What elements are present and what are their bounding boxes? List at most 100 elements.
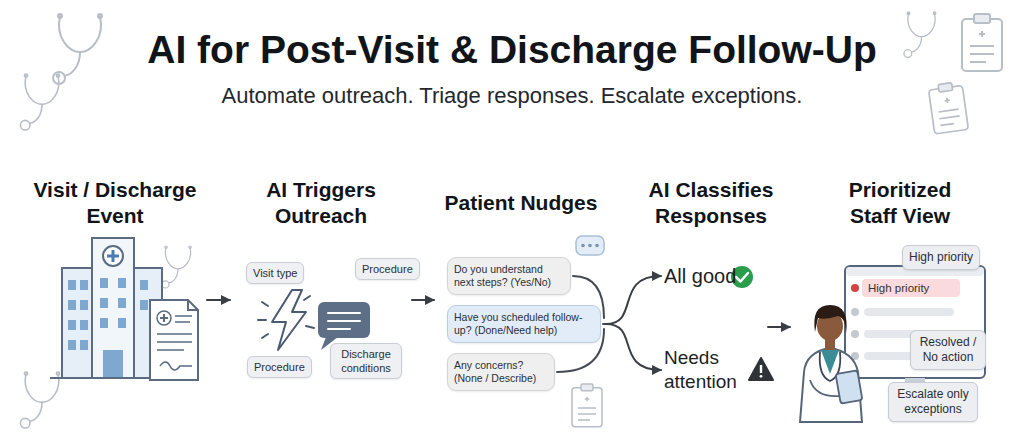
callout-chip: Escalate only exceptions <box>888 382 978 422</box>
lightning-bolt <box>272 290 306 350</box>
status-label: Needs attention <box>664 346 749 394</box>
chat-icon <box>576 236 604 255</box>
window <box>68 280 76 290</box>
column-heading: Visit / Discharge Event <box>25 177 205 229</box>
column-heading-area: Prioritized Staff View <box>830 175 970 231</box>
chat-dot <box>595 244 599 248</box>
building-windows <box>68 278 148 378</box>
bracket-line <box>603 323 606 325</box>
window <box>118 298 126 308</box>
flow-arrow <box>768 326 790 328</box>
message-lines <box>328 313 360 329</box>
warning-dot <box>760 375 763 378</box>
chat-bubble <box>576 236 604 255</box>
subtitle: Automate outreach. Triage responses. Esc… <box>0 83 1024 109</box>
trigger-chip: Discharge conditions <box>330 343 402 379</box>
window <box>100 298 108 308</box>
column-heading-area: AI Classifies Responses <box>636 175 786 231</box>
tablet <box>836 370 863 403</box>
warning-bar <box>760 365 762 373</box>
callout-chip: High priority <box>902 245 980 270</box>
trigger-chip: Procedure <box>247 356 312 378</box>
document-cross <box>160 314 168 322</box>
window <box>118 278 126 288</box>
building-tower <box>92 238 134 378</box>
document-fold <box>188 300 198 310</box>
window <box>68 340 76 350</box>
window <box>80 280 88 290</box>
clinician-figure <box>800 305 862 422</box>
list-row <box>864 308 954 316</box>
process-column: Prioritized Staff ViewHigh priorityHigh … <box>792 175 1014 425</box>
document-lines <box>157 316 192 350</box>
node-text: Have you scheduled follow-up? (Done/Need… <box>454 311 594 337</box>
column-heading-area: AI Triggers Outreach <box>232 175 410 231</box>
column-heading: Prioritized Staff View <box>830 177 970 229</box>
status-label: All good <box>664 264 736 288</box>
node-text: High priority <box>868 281 954 295</box>
flow-arrow <box>412 299 434 301</box>
hospital-building <box>50 238 198 380</box>
node-text: Procedure <box>362 262 413 276</box>
message-bubble: Have you scheduled follow-up? (Done/Need… <box>447 305 601 343</box>
process-column: Patient Nudges Do you understand next ste… <box>436 175 606 425</box>
medical-cross <box>107 250 119 262</box>
window <box>80 300 88 310</box>
decor-stethoscope <box>20 74 59 130</box>
process-column: AI Triggers OutreachVisit typeProcedureP… <box>232 175 410 425</box>
monitor-screen <box>845 266 985 378</box>
node-text: Resolved / No action <box>917 335 979 365</box>
message-bubble: Any concerns? (None / Describe) <box>447 353 555 391</box>
column-heading: AI Classifies Responses <box>636 177 786 229</box>
callout-chip: Resolved / No action <box>910 330 986 370</box>
warning-icon <box>749 358 773 380</box>
trigger-lightning <box>258 290 314 350</box>
window <box>80 340 88 350</box>
flow-arrow <box>606 276 661 324</box>
node-text: Any concerns? (None / Describe) <box>454 359 548 385</box>
window <box>68 300 76 310</box>
message-body <box>318 302 370 338</box>
priority-row: High priority <box>862 279 960 297</box>
node-text: All good <box>664 264 736 288</box>
node-text: Procedure <box>254 360 305 374</box>
priority-dot <box>851 284 859 292</box>
trigger-chip: Procedure <box>355 258 420 280</box>
decor-clipboard <box>572 384 602 427</box>
decor-stethoscope <box>20 372 59 428</box>
white-coat <box>800 348 862 422</box>
window <box>118 318 126 328</box>
process-column: Visit / Discharge Event <box>25 175 205 425</box>
node-text: Needs attention <box>664 346 749 394</box>
diagram-title: AI for Post-Visit & Discharge Follow-Up <box>0 27 1024 73</box>
message-bubble: Do you understand next steps? (Yes/No) <box>447 257 571 295</box>
flow-arrow <box>606 324 661 370</box>
node-text: Visit type <box>253 266 297 280</box>
warning-triangle <box>749 358 773 380</box>
decor-stethoscope <box>904 12 936 58</box>
discharge-document <box>150 300 198 380</box>
flow-arrow <box>207 299 230 301</box>
decor-clipboard <box>928 81 968 134</box>
decor-stethoscope <box>53 14 102 84</box>
staff-monitor <box>845 266 985 395</box>
node-text: Do you understand next steps? (Yes/No) <box>454 263 564 289</box>
window <box>100 278 108 288</box>
spark-lines <box>258 296 314 338</box>
node-text: Escalate only exceptions <box>895 387 971 417</box>
node-text: High priority <box>909 250 973 265</box>
window <box>140 280 148 290</box>
document-badge <box>157 311 171 325</box>
list-dot <box>851 308 859 316</box>
process-column: AI Classifies ResponsesAll goodNeeds att… <box>636 175 766 425</box>
column-heading-area: Visit / Discharge Event <box>25 175 205 231</box>
building-door <box>103 350 123 378</box>
node-text: Discharge conditions <box>337 347 395 375</box>
column-heading-area: Patient Nudges <box>436 175 606 231</box>
window <box>100 318 108 328</box>
check-mark <box>736 273 748 282</box>
window <box>68 320 76 330</box>
arm <box>810 380 840 396</box>
scrubs <box>821 350 839 374</box>
